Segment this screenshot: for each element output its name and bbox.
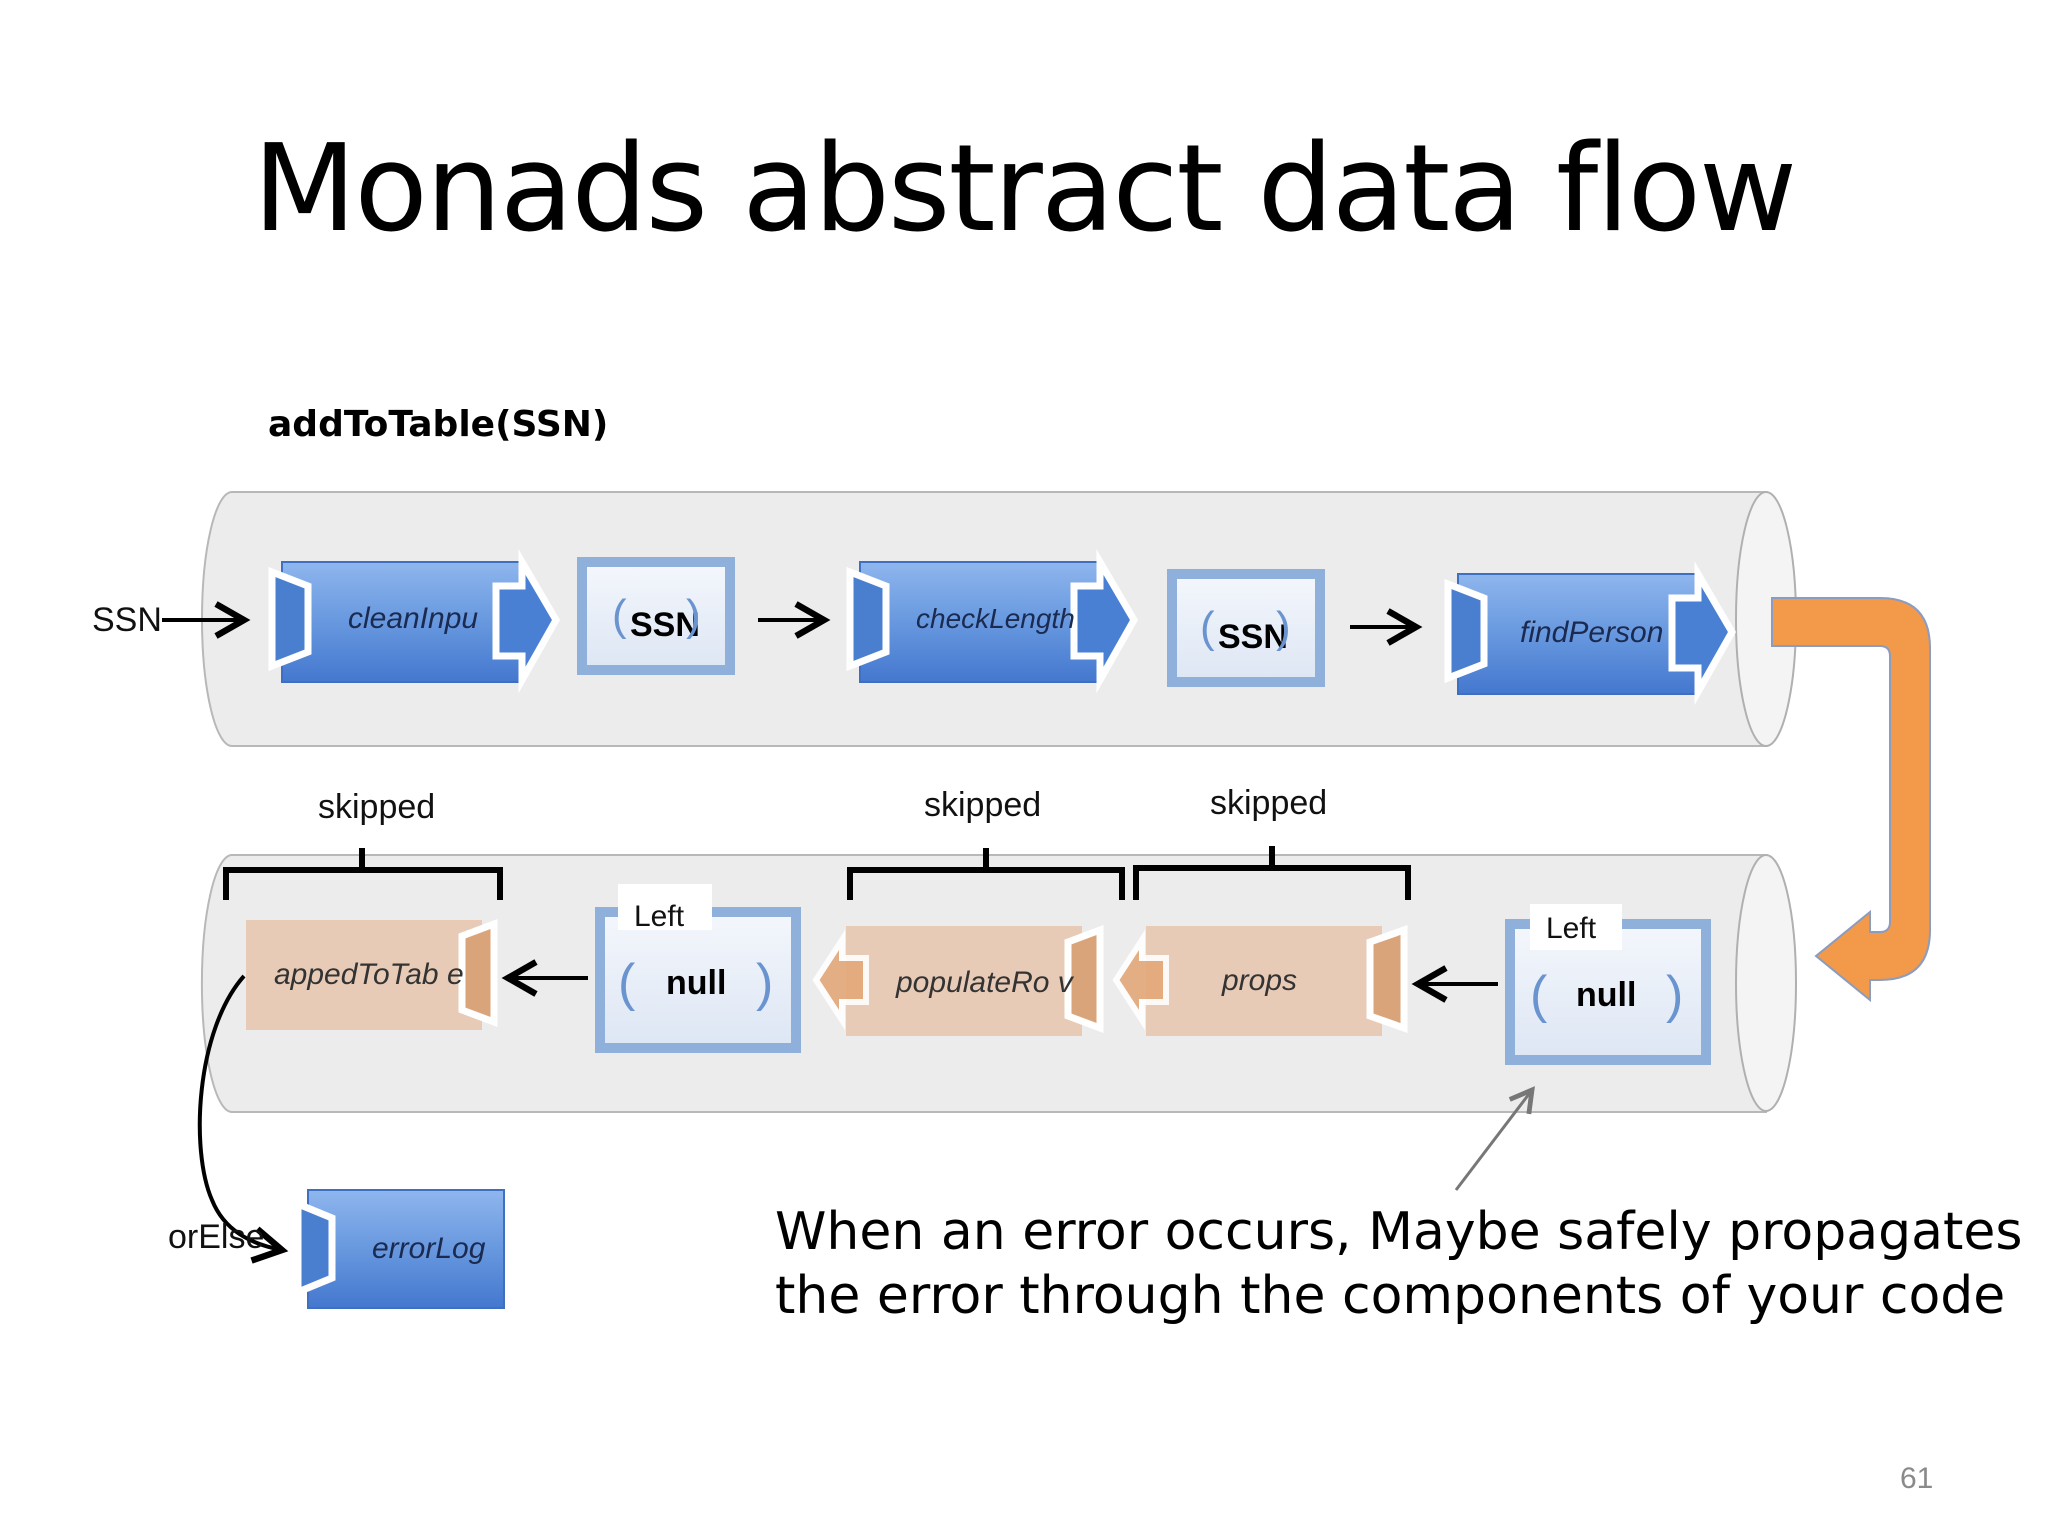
slide-title: Monads abstract data flow [252, 120, 1797, 259]
or-else-arrow [197, 974, 289, 1264]
skipped-label: skipped [924, 786, 1041, 824]
left-null-box: Left ( null ) [595, 884, 801, 1053]
populate-row-function-skipped: populateRo v [812, 924, 1104, 1036]
error-log-label: errorLog [372, 1232, 486, 1265]
svg-text:(: ( [618, 954, 636, 1012]
svg-text:): ) [1666, 966, 1683, 1024]
check-length-function: checkLength [846, 549, 1139, 694]
function-signature: addToTable(SSN) [268, 404, 609, 445]
skipped-brace: skipped [847, 786, 1125, 900]
ssn-value-box: ( SSN ) [577, 557, 735, 675]
svg-text:(: ( [1200, 603, 1215, 652]
append-to-table-function-skipped: appedToTab e [246, 918, 498, 1030]
left-null-box: Left ( null ) [1505, 904, 1711, 1065]
check-length-label: checkLength [916, 603, 1075, 634]
null-value-label: null [666, 964, 726, 1002]
error-log-function: errorLog [294, 1189, 505, 1309]
svg-text:): ) [1276, 603, 1291, 652]
ssn-value-box: ( SSN ) [1167, 569, 1325, 687]
skipped-label: skipped [1210, 784, 1327, 822]
find-person-function: findPerson [1444, 561, 1737, 706]
append-to-table-label: appedToTab e [274, 958, 464, 991]
page-number: 61 [1900, 1462, 1934, 1495]
svg-text:): ) [686, 591, 701, 640]
props-function-skipped: props [1112, 925, 1408, 1036]
populate-row-label: populateRo v [895, 966, 1075, 999]
left-tag-label: Left [634, 900, 685, 933]
svg-text:): ) [756, 954, 773, 1012]
orange-uturn-arrow [1771, 597, 1931, 1003]
ssn-value-label: SSN [1218, 618, 1288, 656]
skipped-label: skipped [318, 788, 435, 826]
svg-text:(: ( [612, 591, 627, 640]
caption-pointer-arrow [1454, 1086, 1535, 1191]
or-else-label: orElse [168, 1218, 264, 1256]
caption-line: When an error occurs, Maybe safely propa… [775, 1202, 2023, 1262]
caption: When an error occurs, Maybe safely propa… [775, 1200, 2022, 1328]
svg-text:(: ( [1530, 966, 1548, 1024]
left-tag-label: Left [1546, 912, 1597, 945]
props-label: props [1221, 964, 1297, 997]
clean-input-label: cleanInpu [348, 602, 478, 635]
clean-input-function: cleanInpu [268, 549, 561, 694]
ssn-value-label: SSN [630, 606, 700, 644]
null-value-label: null [1576, 976, 1636, 1014]
skipped-brace: skipped [223, 788, 503, 900]
skipped-brace: skipped [1133, 784, 1411, 900]
ssn-input-label: SSN [92, 601, 162, 639]
caption-line: the error through the components of your… [775, 1266, 2006, 1326]
find-person-label: findPerson [1520, 616, 1663, 649]
